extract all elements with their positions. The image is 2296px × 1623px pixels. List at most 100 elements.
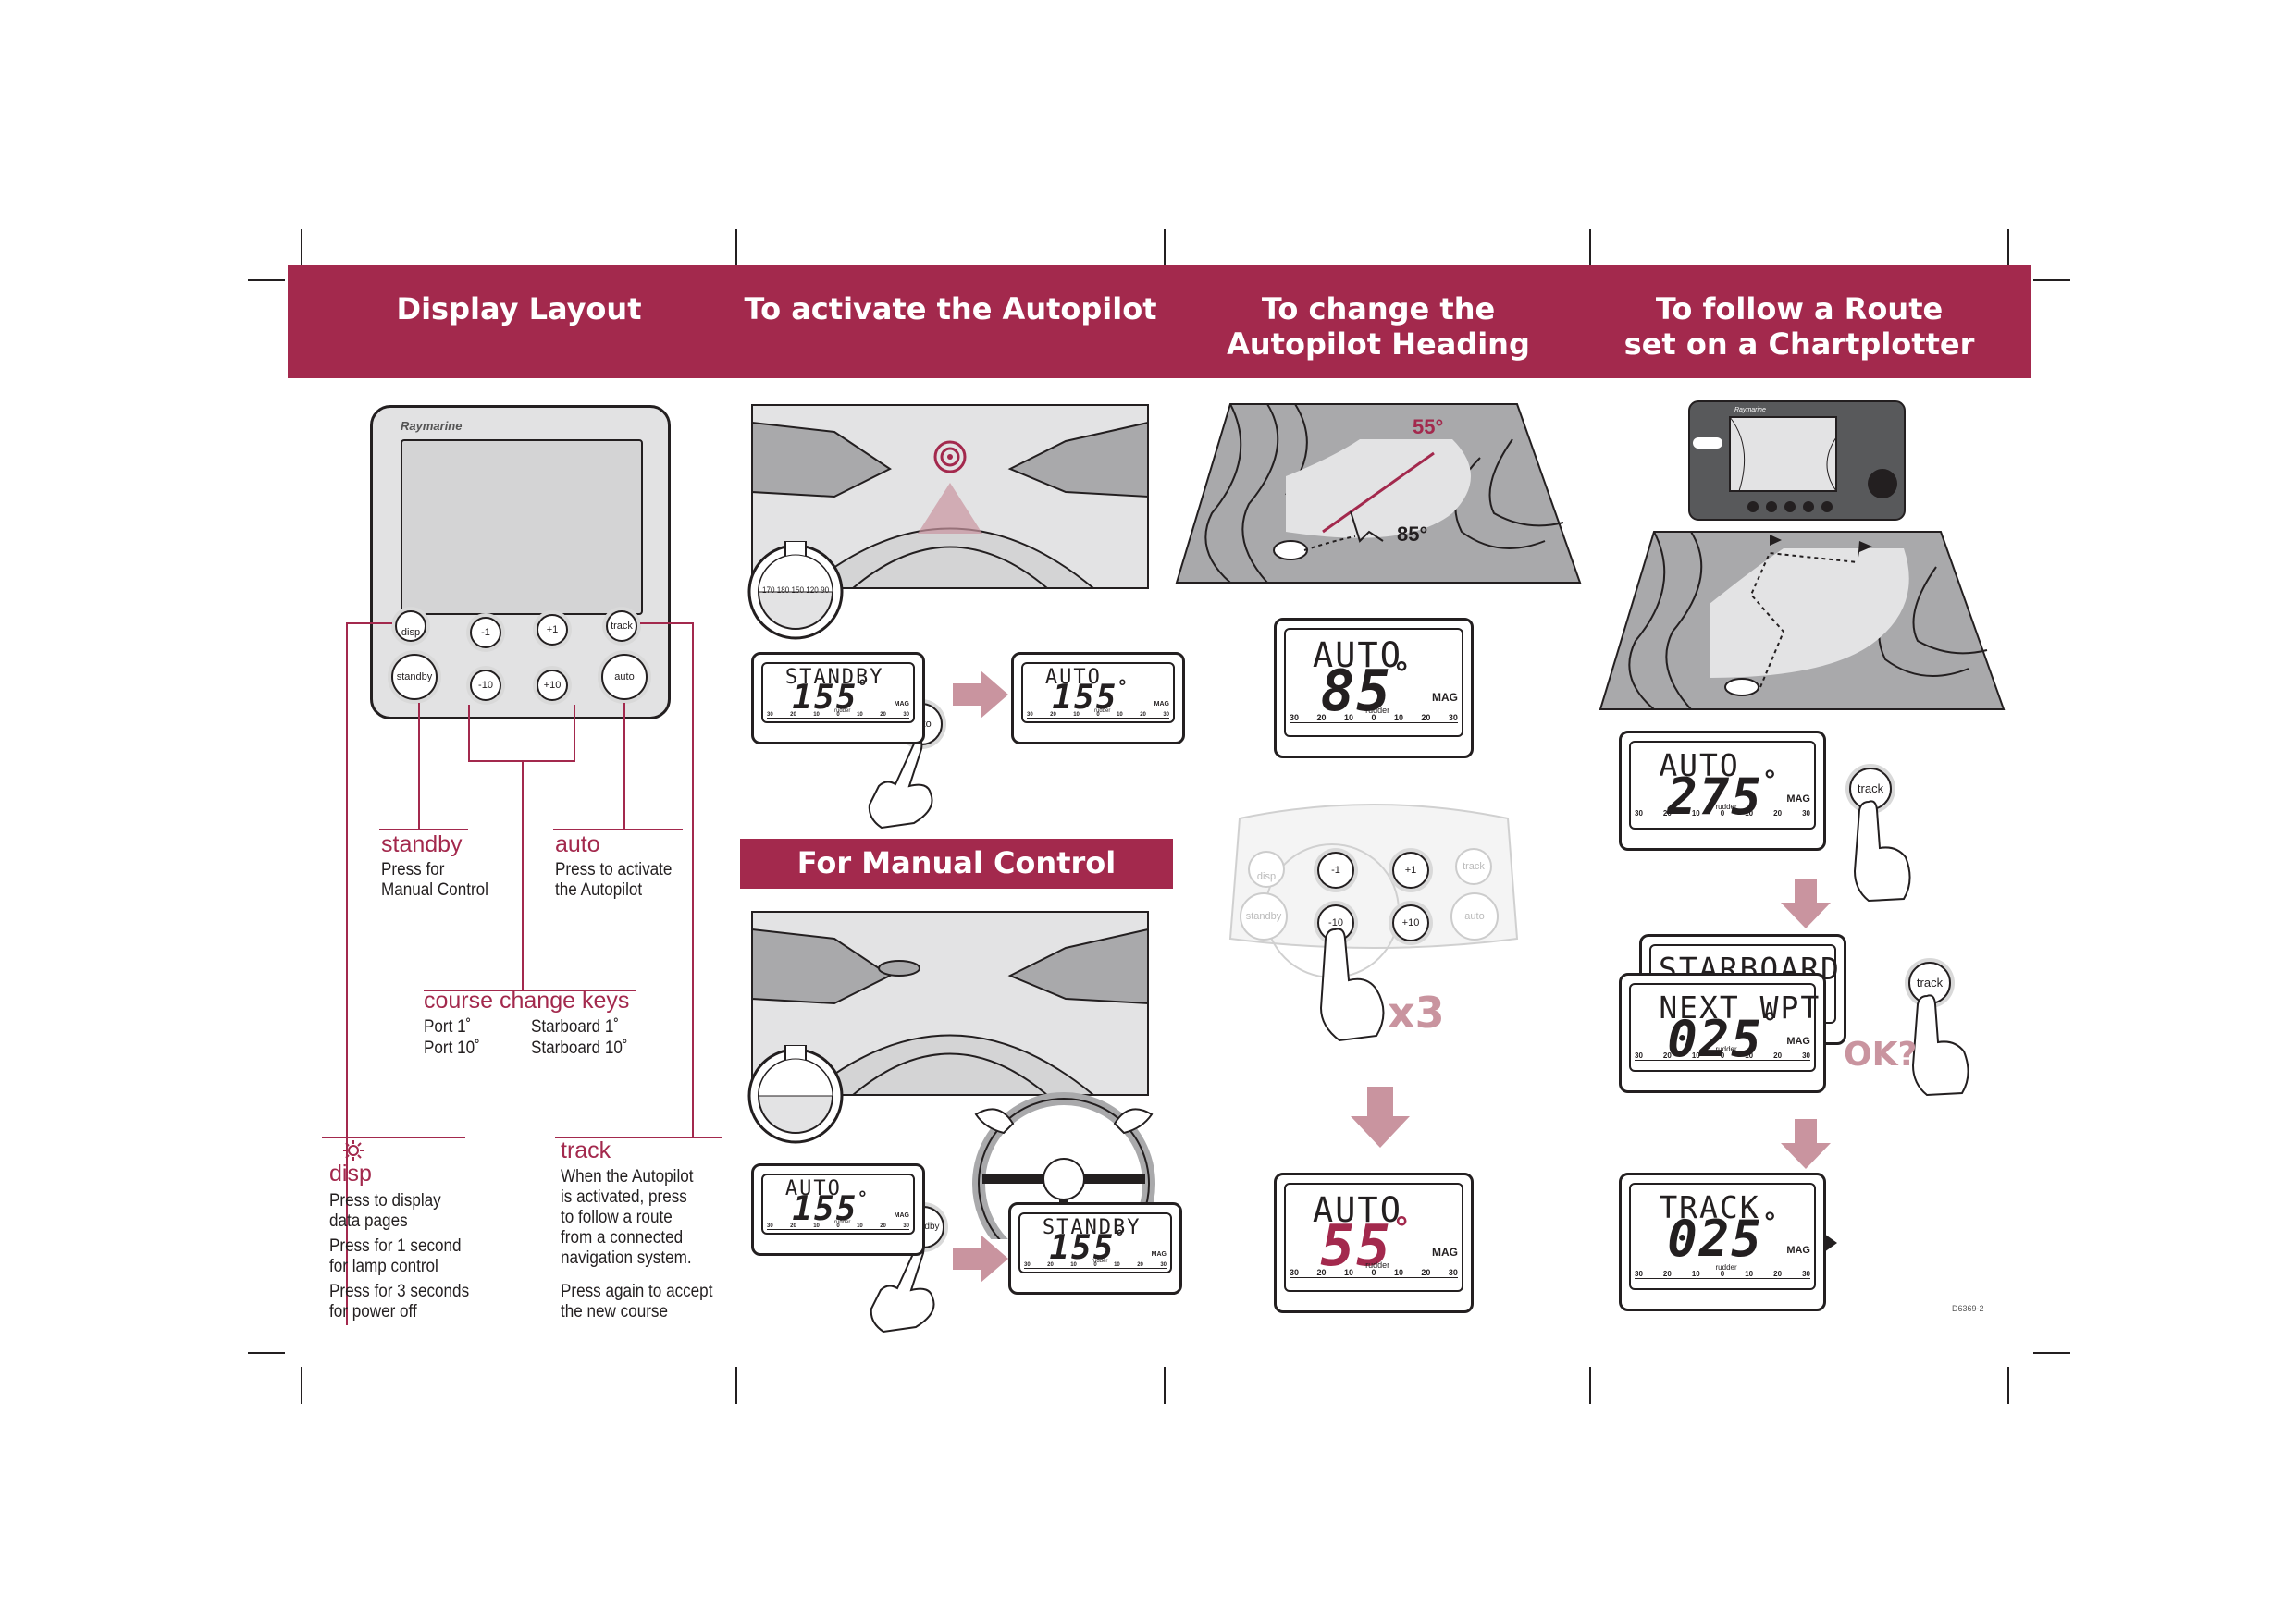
lcd-heading-value: 275 — [1667, 768, 1763, 826]
lcd-scale-tick: 10 — [1691, 809, 1700, 818]
header-follow-route: To follow a Route set on a Chartplotter — [1623, 291, 1975, 362]
lcd-rudder-label: rudder — [1365, 1260, 1390, 1270]
standby-button-faded[interactable]: standby — [1240, 892, 1288, 941]
crop-mark — [248, 1352, 285, 1354]
lcd-mode-text: AUTO — [1044, 666, 1102, 689]
lcd-scale-tick: 10 — [857, 712, 863, 718]
course-keys-label-title: course change keys — [424, 988, 630, 1014]
lcd-mode-text: AUTO — [1659, 747, 1740, 783]
lcd-scale-tick: 10 — [1343, 1268, 1353, 1277]
crop-mark — [301, 1367, 302, 1404]
auto-button[interactable]: auto — [601, 654, 648, 700]
control-head-device: Raymarine — [370, 405, 671, 719]
lcd-scale-tick: 0 — [1720, 1270, 1725, 1278]
auto-label-title: auto — [555, 831, 600, 857]
lcd-scale-tick: 10 — [813, 712, 820, 718]
pink-arrow-icon — [953, 670, 1008, 723]
disp-button[interactable]: disp — [395, 610, 426, 642]
lcd-screen — [761, 662, 915, 723]
lcd-scale-tick: 30 — [1448, 713, 1458, 722]
lcd-scale-tick: 0 — [836, 712, 840, 718]
sun-icon — [342, 1139, 364, 1166]
lcd-scale-tick: 30 — [767, 712, 773, 718]
standby-button[interactable]: standby — [391, 654, 438, 700]
lcd-degree-symbol: ° — [1395, 656, 1408, 691]
leader-line — [692, 622, 694, 1138]
lcd-scale-tick: 30 — [1290, 713, 1300, 722]
lcd-screen — [1018, 1212, 1172, 1273]
lcd-heading-value: 55 — [1320, 1213, 1392, 1280]
lcd-scale-tick: 10 — [1343, 713, 1353, 722]
lcd-scale-tick: 20 — [880, 712, 886, 718]
lcd-scale-tick: 30 — [1290, 1268, 1300, 1277]
lcd-scale-tick: 10 — [1745, 1051, 1754, 1060]
leader-line — [553, 829, 683, 830]
lcd-scale-tick: 10 — [1745, 1270, 1754, 1278]
crop-mark — [2033, 279, 2070, 281]
lcd-screen — [1629, 741, 1816, 830]
pink-arrow-icon — [953, 1235, 1008, 1287]
lcd-scale-tick: 20 — [880, 1223, 886, 1229]
disp-label-text-1: Press to display data pages — [329, 1191, 441, 1231]
device-screen — [401, 439, 643, 615]
starboard-1-button[interactable]: +1 — [537, 614, 568, 646]
lcd-scale-tick: 10 — [857, 1223, 863, 1229]
compass-icon — [745, 1044, 846, 1147]
crop-mark — [1589, 1367, 1591, 1404]
starboard-1-label: Starboard 1˚ — [531, 1017, 620, 1037]
header-banner — [288, 265, 2031, 378]
header-activate: To activate the Autopilot — [744, 291, 1157, 326]
auto-button-faded[interactable]: auto — [1450, 892, 1499, 941]
lcd-rudder-label: rudder — [1094, 708, 1111, 714]
lcd-degree-symbol: ° — [858, 677, 867, 697]
lcd-degree-symbol: ° — [1764, 765, 1776, 795]
lcd-mag-label: MAG — [894, 701, 909, 707]
header-change-heading: To change the Autopilot Heading — [1227, 291, 1530, 362]
lcd-degree-symbol: ° — [1764, 1007, 1776, 1038]
port-10-button[interactable]: -10 — [470, 670, 501, 701]
heading-85-label: 85° — [1397, 523, 1428, 546]
crop-mark — [2033, 1352, 2070, 1354]
port-1-label: Port 1˚ — [424, 1017, 472, 1037]
port-1-button[interactable]: -1 — [470, 617, 501, 648]
crop-mark — [2007, 229, 2009, 266]
chartplotter-brand: Raymarine — [1734, 407, 1766, 413]
lcd-scale-tick: 10 — [1070, 1262, 1077, 1268]
lcd-scale-tick: 20 — [1421, 713, 1431, 722]
lcd-scale-tick: 30 — [767, 1223, 773, 1229]
lcd-scale-tick: 10 — [813, 1223, 820, 1229]
crop-mark — [248, 279, 285, 281]
lcd-heading-value: 155 — [1052, 679, 1118, 717]
lcd-scale-tick: 20 — [1421, 1268, 1431, 1277]
track-button[interactable]: track — [606, 610, 637, 642]
leader-line — [346, 622, 348, 1325]
lcd-mag-label: MAG — [1432, 691, 1458, 704]
crop-mark — [2007, 1367, 2009, 1404]
lcd-mag-label: MAG — [1154, 701, 1169, 707]
disp-button-faded[interactable]: disp — [1248, 851, 1285, 888]
starboard-10-button[interactable]: +10 — [537, 670, 568, 701]
lcd-scale-tick: 20 — [1047, 1262, 1054, 1268]
lcd-scale-tick: 30 — [903, 1223, 909, 1229]
lcd-scale-tick: 30 — [1635, 809, 1643, 818]
auto-label-text: Press to activate the Autopilot — [555, 860, 673, 900]
track-button-faded[interactable]: track — [1455, 848, 1492, 885]
port-1-button[interactable]: -1 — [1317, 852, 1354, 889]
lcd-scale-tick: 30 — [903, 712, 909, 718]
starboard-1-button[interactable]: +1 — [1392, 852, 1429, 889]
crop-mark — [301, 229, 302, 266]
leader-line — [418, 703, 420, 830]
leader-line — [468, 705, 470, 762]
lcd-scale-tick: 0 — [1371, 713, 1376, 722]
leader-line — [379, 829, 468, 830]
lcd-mag-label: MAG — [1786, 793, 1810, 805]
hand-pointer-icon — [858, 731, 942, 837]
lcd-degree-symbol: ° — [1116, 1227, 1124, 1248]
document-code: D6369-2 — [1952, 1304, 1984, 1313]
starboard-10-button[interactable]: +10 — [1392, 904, 1429, 941]
